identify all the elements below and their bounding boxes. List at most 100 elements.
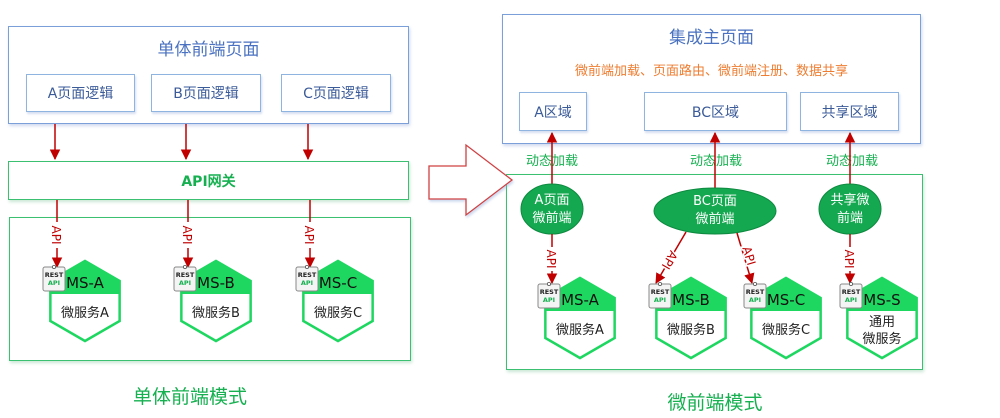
micro-api-arrows: API API API API <box>544 231 857 285</box>
service-code: MS-C <box>767 291 805 309</box>
hollow-right-arrow-icon <box>428 143 514 217</box>
oval-bc-line2: 微前端 <box>695 211 734 227</box>
oval-shared-frontend <box>818 183 882 235</box>
service-code: MS-C <box>319 274 357 292</box>
rest-badge-line2: API <box>654 296 666 304</box>
service-code: MS-S <box>863 291 900 309</box>
micro-frontend-ovals: A页面 微前端 BC页面 微前端 共享微 前端 <box>520 183 882 235</box>
logic-box-b: B页面逻辑 <box>151 74 261 112</box>
rest-badge-connector <box>658 281 663 286</box>
api-label: API <box>302 226 316 245</box>
page-to-gateway-arrows <box>49 124 314 161</box>
oval-bc-line1: BC页面 <box>693 194 737 209</box>
api-label: API <box>842 250 856 269</box>
dynamic-load-label-shared: 动态加载 <box>826 154 879 169</box>
rest-badge-line1: REST <box>540 288 559 296</box>
rest-badge-connector <box>182 264 187 269</box>
dynamic-load-arrows <box>546 131 856 192</box>
hexagon-header <box>181 261 251 294</box>
micro-caption: 微前端模式 <box>667 392 763 414</box>
rest-badge-connector <box>304 264 309 269</box>
api-label: API <box>180 226 194 245</box>
rest-badge-line2: API <box>301 279 313 287</box>
api-label-bg <box>545 247 559 271</box>
service-code: MS-B <box>672 291 710 309</box>
rest-badge-connector <box>52 264 57 269</box>
api-label-bg <box>50 222 64 248</box>
hexagon-header <box>303 261 373 294</box>
api-label: API <box>659 248 681 271</box>
monolith-page-title: 单体前端页面 <box>157 40 260 60</box>
rest-badge-connector <box>753 281 758 286</box>
integration-page-title: 集成主页面 <box>669 28 754 48</box>
service-code: MS-A <box>561 291 600 309</box>
rest-badge-connector <box>547 281 552 286</box>
oval-bc-frontend <box>653 187 777 235</box>
service-name-line1: 通用 <box>869 315 895 330</box>
service-name: 微服务A <box>556 322 604 338</box>
hexagon-header <box>545 278 615 311</box>
rest-badge-connector <box>849 281 854 286</box>
rest-badge-line1: REST <box>176 271 195 279</box>
rest-badge-line2: API <box>543 296 555 304</box>
service-name-line2: 微服务 <box>862 331 901 347</box>
service-code: MS-B <box>197 274 235 292</box>
region-bc: BC区域 <box>644 92 787 131</box>
integration-features: 微前端加载、页面路由、微前端注册、数据共享 <box>574 64 848 79</box>
oval-shared-line1: 共享微 <box>830 192 869 208</box>
rest-badge-line1: REST <box>298 271 317 279</box>
api-label: API <box>544 250 558 269</box>
api-label-bg <box>843 247 857 271</box>
api-gateway: API网关 <box>8 161 409 200</box>
api-label-bg <box>181 222 195 248</box>
dynamic-load-label-bc: 动态加载 <box>690 154 743 169</box>
gateway-to-services-arrows: API API API <box>49 200 317 269</box>
region-shared: 共享区域 <box>800 92 899 131</box>
oval-a-frontend <box>520 183 584 235</box>
oval-a-line1: A页面 <box>535 193 570 208</box>
hexagon-header <box>50 261 120 294</box>
rest-badge-line1: REST <box>45 271 64 279</box>
rest-badge-line2: API <box>48 279 60 287</box>
oval-shared-line2: 前端 <box>837 210 863 226</box>
rest-badge-line2: API <box>179 279 191 287</box>
micro-api-arrow-ms-b <box>655 231 687 284</box>
service-name: 微服务C <box>762 322 810 338</box>
hexagon-header <box>751 278 821 311</box>
hexagon-header <box>847 278 917 311</box>
service-code: MS-A <box>66 274 105 292</box>
logic-box-a: A页面逻辑 <box>26 74 135 112</box>
rest-badge-line2: API <box>749 296 761 304</box>
monolith-caption: 单体前端模式 <box>132 386 247 408</box>
api-label: API <box>739 245 758 267</box>
region-a: A区域 <box>519 92 587 131</box>
logic-box-c: C页面逻辑 <box>281 74 391 112</box>
api-label-bg <box>303 222 317 248</box>
rest-badge-line2: API <box>845 296 857 304</box>
service-name: 微服务A <box>61 305 109 321</box>
service-name: 微服务B <box>192 305 240 321</box>
rest-badge-line1: REST <box>746 288 765 296</box>
rest-badge-line1: REST <box>651 288 670 296</box>
api-gateway-label: API网关 <box>181 173 236 190</box>
api-label: API <box>49 226 63 245</box>
rest-badge-line1: REST <box>842 288 861 296</box>
oval-a-line2: 微前端 <box>532 210 571 226</box>
hexagon-header <box>656 278 726 311</box>
